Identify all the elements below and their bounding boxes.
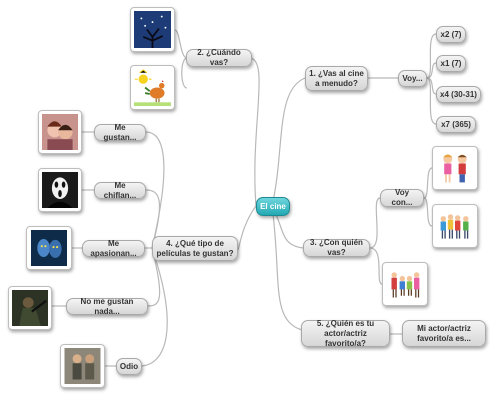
night-tree-image <box>130 7 175 52</box>
node-voy[interactable]: Voy... <box>398 70 427 87</box>
war-movie-image <box>8 286 52 330</box>
node-quien[interactable]: 3. ¿Con quién vas? <box>303 238 370 257</box>
couple-image <box>432 146 478 190</box>
pref-item[interactable]: No me gustan nada... <box>66 297 148 316</box>
pref-item[interactable]: Me chiflan... <box>94 181 146 200</box>
freq-item[interactable]: x2 (7) <box>436 26 466 43</box>
node-mi-actor[interactable]: Mi actor/actriz favorito/a es... <box>402 320 486 347</box>
freq-item[interactable]: x7 (365) <box>436 116 476 133</box>
rooster-image <box>130 65 175 110</box>
pref-item[interactable]: Me apasionan... <box>82 239 145 258</box>
freq-item[interactable]: x4 (30-31) <box>436 86 481 103</box>
family-image <box>382 262 428 306</box>
freq-item[interactable]: x1 (7) <box>436 55 466 72</box>
pref-item[interactable]: Me gustan... <box>94 123 146 142</box>
node-menudo[interactable]: 1. ¿Vas al cine a menudo? <box>305 66 368 91</box>
friends-group-image <box>432 204 478 248</box>
node-actor[interactable]: 5. ¿Quién es tu actor/actriz favorito/a? <box>301 319 390 348</box>
pref-item[interactable]: Odio <box>116 358 142 375</box>
action-movie-image <box>60 344 105 388</box>
node-tipo[interactable]: 4. ¿Qué tipo de películas te gustan? <box>152 236 238 261</box>
scream-mask-image <box>38 168 82 212</box>
romance-movie-image <box>38 110 82 154</box>
node-voy-con[interactable]: Voy con... <box>380 188 424 207</box>
avatar-movie-image <box>26 226 72 270</box>
node-cuando[interactable]: 2. ¿Cuándo vas? <box>186 48 252 67</box>
center-node[interactable]: El cine <box>256 197 290 216</box>
